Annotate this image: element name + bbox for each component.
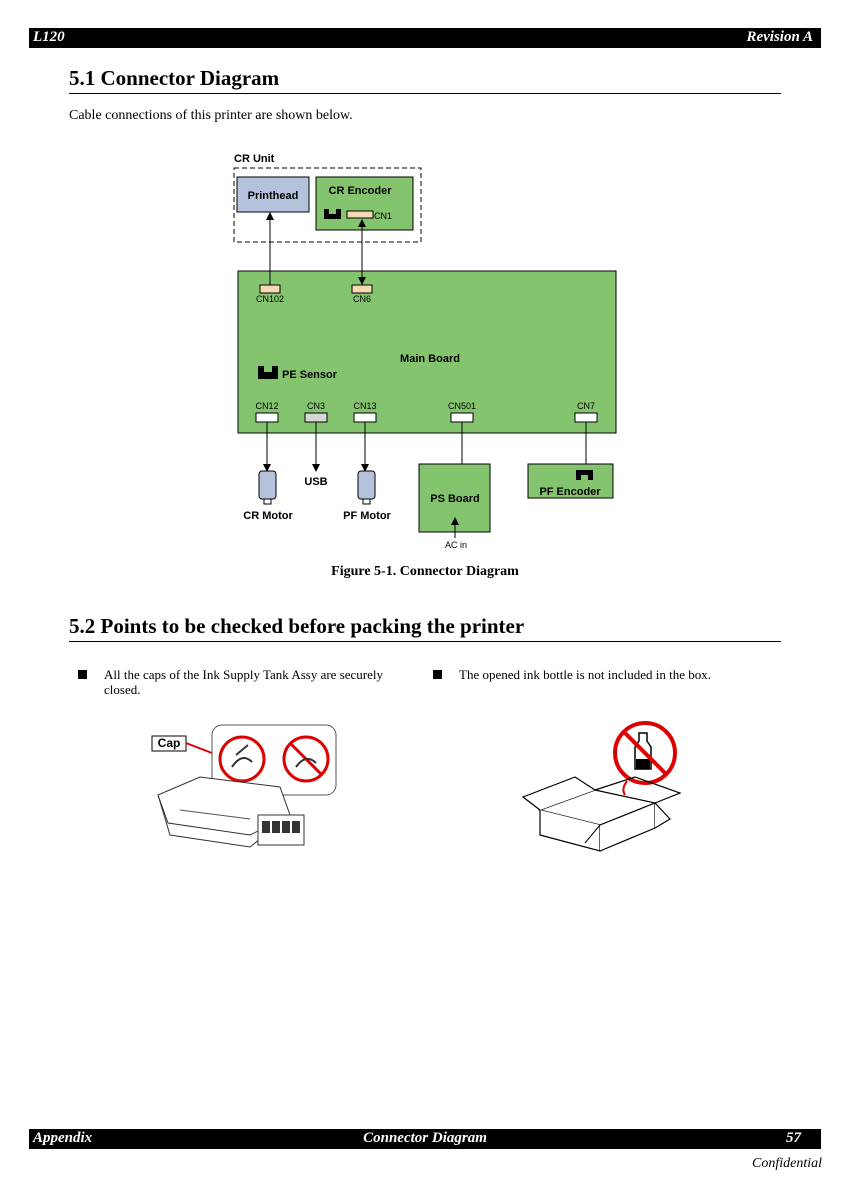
pe-sensor-label: PE Sensor: [282, 369, 338, 381]
header-revision: Revision A: [746, 29, 813, 45]
footer-title: Connector Diagram: [363, 1130, 487, 1146]
printer-output-slot: [179, 809, 251, 820]
cn13-connector: [353, 412, 377, 423]
cr-motor-icon: [258, 470, 277, 500]
cn3-label: CN3: [307, 401, 325, 411]
pf-motor-icon: [357, 470, 376, 500]
cn7-connector: [574, 412, 598, 423]
bullet-ink-bottle: The opened ink bottle is not included in…: [433, 667, 793, 685]
ink-bottle-fill: [636, 759, 650, 769]
cn7-label: CN7: [577, 401, 595, 411]
cap-closed-icon: [231, 744, 253, 768]
cn12-label: CN12: [255, 401, 278, 411]
cr-encoder-label: CR Encoder: [329, 185, 393, 197]
pe-sensor-icon: [258, 366, 278, 379]
main-board: [237, 270, 617, 434]
main-board-label: Main Board: [400, 353, 460, 365]
figure-caption: Figure 5-1. Connector Diagram: [331, 564, 519, 579]
bullet-square: [433, 670, 442, 679]
cap-open-icon: [295, 757, 317, 768]
ps-board-label: PS Board: [430, 493, 480, 505]
cn501-connector: [450, 412, 474, 423]
ac-in-label: AC in: [445, 540, 467, 550]
pf-motor-label: PF Motor: [343, 510, 391, 522]
ps-board: [418, 463, 491, 533]
printhead-box: [236, 176, 310, 213]
confidential-label: Confidential: [752, 1156, 822, 1171]
box-right-flap: [654, 802, 671, 829]
cn501-label: CN501: [448, 401, 476, 411]
printhead-label: Printhead: [248, 190, 299, 202]
cn102-connector: [259, 284, 281, 294]
box-left-flap: [521, 776, 596, 811]
bullet-caps-line1: All the caps of the Ink Supply Tank Assy…: [104, 667, 384, 682]
ink-tank-1: [262, 821, 270, 833]
pf-encoder-box: [527, 463, 614, 499]
connector-diagram: CR Unit Printhead CR Encoder CN1 CN102 C…: [233, 153, 617, 550]
cr-unit-label: CR Unit: [234, 153, 275, 165]
ink-tank-4: [292, 821, 300, 833]
bullet-caps-closed: All the caps of the Ink Supply Tank Assy…: [78, 667, 428, 699]
cn12-connector: [255, 412, 279, 423]
bullet-ink-bottle-text: The opened ink bottle is not included in…: [459, 667, 712, 682]
cn6-connector: [351, 284, 373, 294]
section-title-packing-checks: 5.2 Points to be checked before packing …: [69, 614, 525, 638]
cn102-label: CN102: [256, 294, 284, 304]
cn13-label: CN13: [353, 401, 376, 411]
cn6-label: CN6: [353, 294, 371, 304]
cr-motor-label: CR Motor: [243, 510, 293, 522]
pf-encoder-sensor-icon: [576, 470, 593, 480]
cn1-connector: [346, 210, 374, 219]
box-back-flap: [594, 776, 682, 804]
ink-tank-2: [272, 821, 280, 833]
bullet-caps-line2: closed.: [104, 682, 141, 697]
box-no-bottle-illustration: [521, 721, 682, 852]
section-title-connector-diagram: 5.1 Connector Diagram: [69, 66, 280, 90]
ink-tank-3: [282, 821, 290, 833]
section-rule: [69, 93, 781, 94]
drop-arrow-icon: [622, 780, 628, 796]
intro-text: Cable connections of this printer are sh…: [69, 108, 353, 123]
cn1-label: CN1: [374, 211, 392, 221]
page-number: 57: [786, 1130, 801, 1146]
cr-encoder-sensor-icon: [324, 209, 341, 219]
cr-unit-box: [233, 167, 422, 243]
bullet-square: [78, 670, 87, 679]
box-flap-fold: [584, 824, 601, 844]
section-rule-2: [69, 641, 781, 642]
printer-caps-illustration: Cap: [151, 724, 337, 848]
cr-motor-shaft: [263, 498, 272, 505]
cn3-connector: [304, 412, 328, 423]
footer-bar: Appendix Connector Diagram 57: [29, 1129, 821, 1149]
header-model: L120: [33, 29, 65, 45]
pf-encoder-label: PF Encoder: [539, 486, 601, 498]
pf-motor-shaft: [362, 498, 371, 505]
usb-label: USB: [304, 476, 327, 488]
cap-label: Cap: [158, 736, 181, 750]
prohibited-slash-2: [622, 730, 668, 776]
header-bar: L120 Revision A: [29, 28, 821, 48]
footer-section: Appendix: [33, 1130, 93, 1146]
